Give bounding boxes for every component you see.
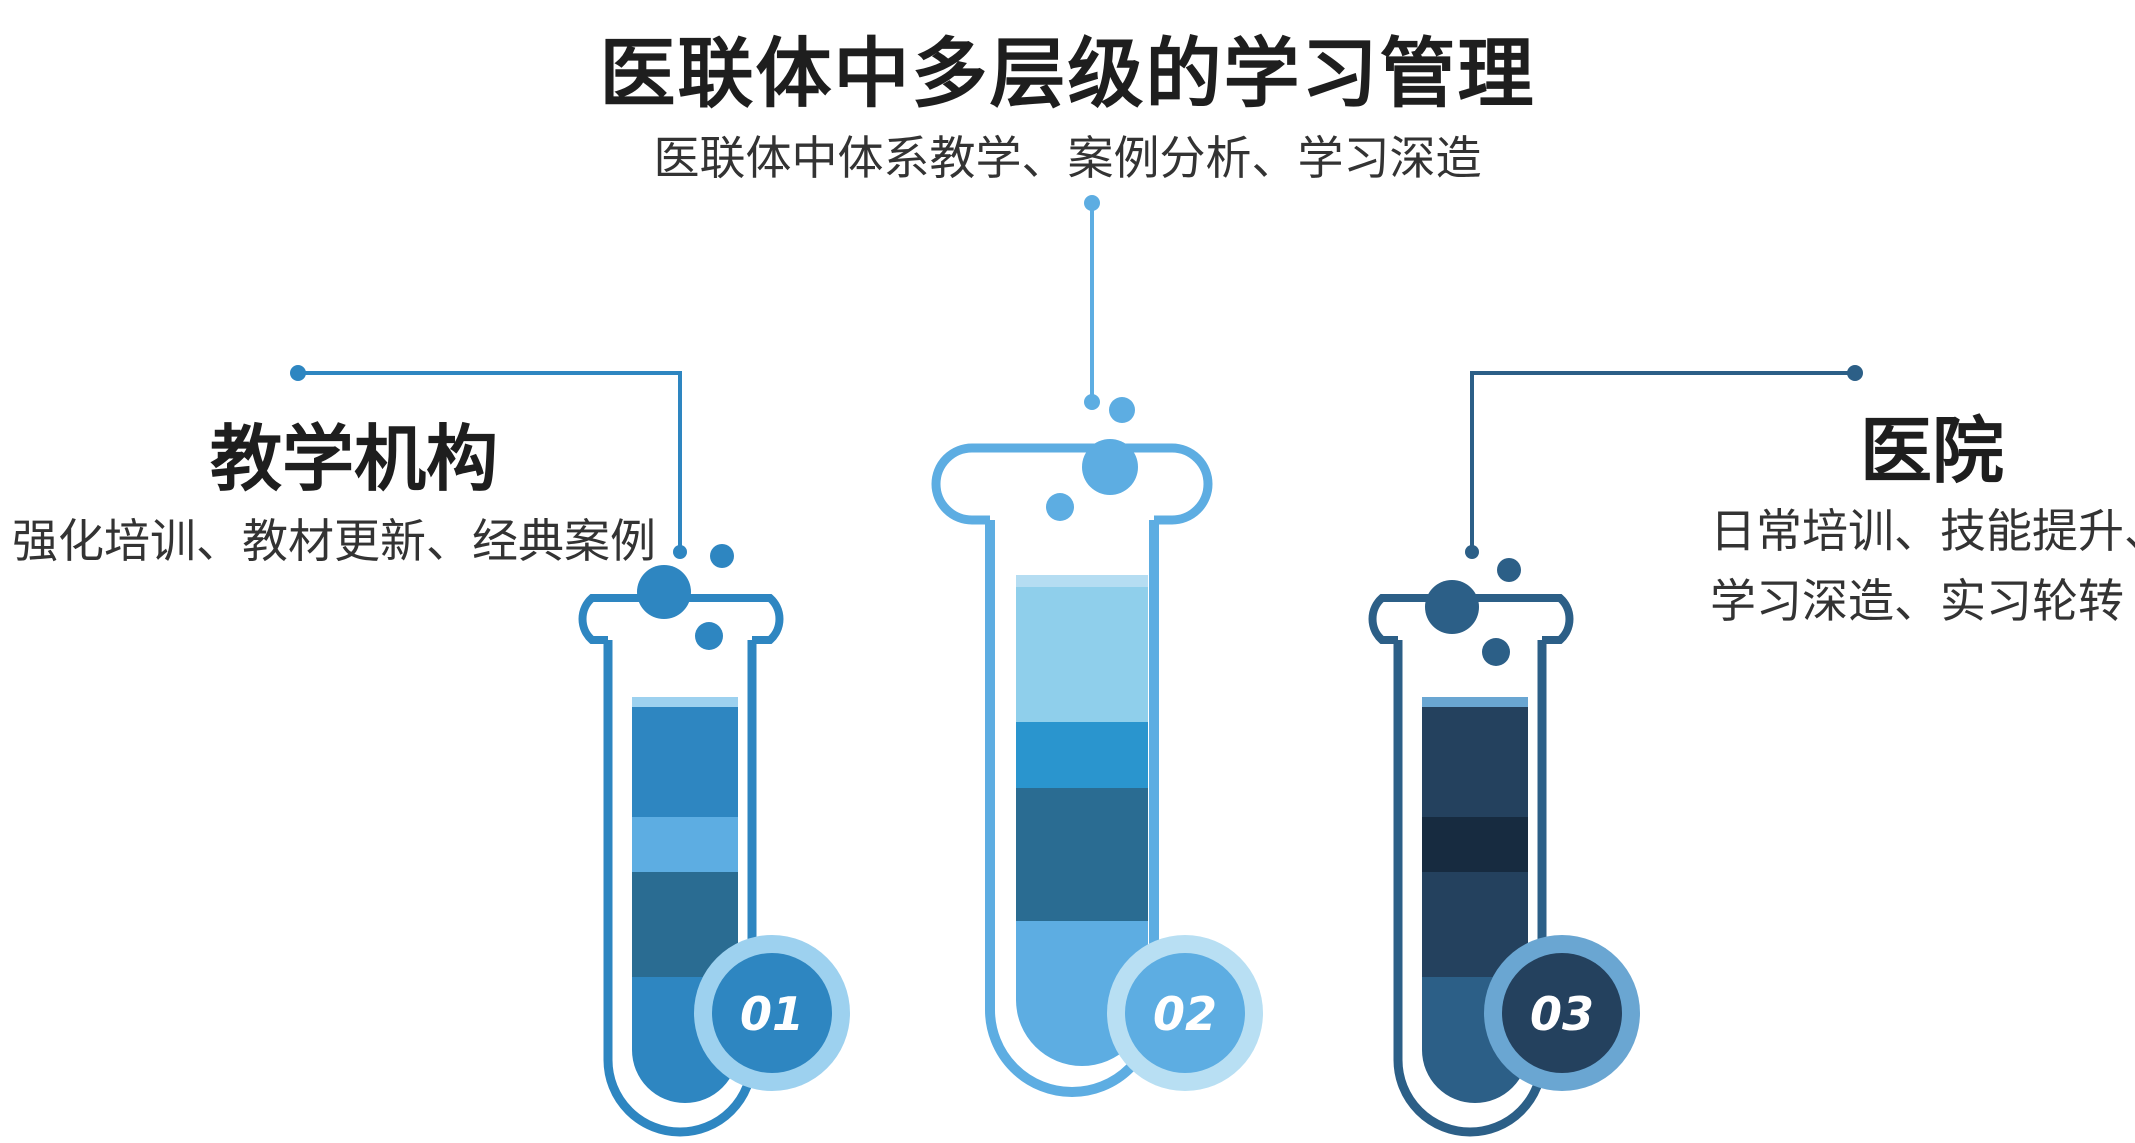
- item-03-description-line-1: 日常培训、技能提升、: [1710, 504, 2135, 558]
- badge-number-01: 01: [740, 987, 804, 1041]
- liquid-layers-03: [1422, 697, 1528, 1103]
- item-03-description-line-2: 学习深造、实习轮转: [1710, 574, 2124, 628]
- bubbles-03: [1425, 545, 1521, 666]
- bubbles-02: [1046, 394, 1138, 521]
- number-badge-01: 01: [694, 935, 850, 1091]
- number-badge-02: 02: [1107, 935, 1263, 1091]
- liquid-layers-01: [632, 697, 738, 1103]
- connector-01: [290, 365, 682, 552]
- badge-number-02: 02: [1153, 987, 1217, 1041]
- item-01-description: 强化培训、教材更新、经典案例: [12, 514, 656, 568]
- bubbles-01: [637, 544, 734, 650]
- page-subtitle: 医联体中体系教学、案例分析、学习深造: [653, 131, 1482, 185]
- item-01-title: 教学机构: [210, 417, 499, 501]
- number-badge-03: 03: [1484, 935, 1640, 1091]
- page-title: 医联体中多层级的学习管理: [599, 29, 1536, 118]
- connector-02: [1084, 195, 1100, 400]
- item-03-title: 医院: [1860, 409, 2005, 493]
- test-tube-02: 02: [931, 394, 1263, 1097]
- test-tube-01: 01: [578, 544, 850, 1137]
- badge-number-03: 03: [1530, 987, 1594, 1041]
- connector-03: [1470, 365, 1863, 552]
- test-tube-03: 03: [1368, 545, 1640, 1137]
